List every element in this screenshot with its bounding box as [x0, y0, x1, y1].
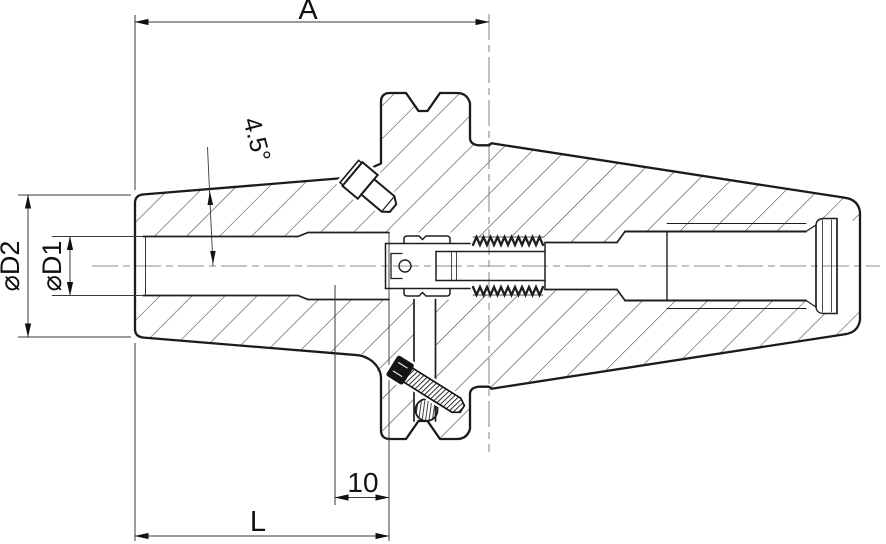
angle-arrow-upper [207, 191, 214, 206]
angle-arrow-lower [210, 250, 216, 264]
dim-a-label: A [298, 0, 318, 26]
outer-profile [133, 91, 862, 441]
taper-angle-label: 4.5° [237, 114, 276, 164]
front-bore [142, 231, 390, 440]
dim-d1-label: ⌀D1 [37, 241, 67, 292]
thread-engagement [471, 234, 545, 298]
adjusting-screw [435, 250, 546, 282]
dim-d2-label: ⌀D2 [0, 241, 25, 292]
centerlines [92, 14, 880, 452]
retaining-clip [390, 252, 412, 280]
dim-l-label: L [250, 506, 266, 538]
internal-structure [142, 217, 838, 440]
pull-stud-bore [544, 223, 807, 309]
flange-set-screw [335, 155, 401, 216]
ball-lock-screw [383, 353, 468, 416]
end-counterbore [805, 217, 838, 315]
lock-screw-thread [402, 366, 466, 414]
dim-10-label: 10 [347, 467, 378, 498]
dimensions [18, 15, 490, 541]
adjusting-sleeve [384, 235, 471, 297]
